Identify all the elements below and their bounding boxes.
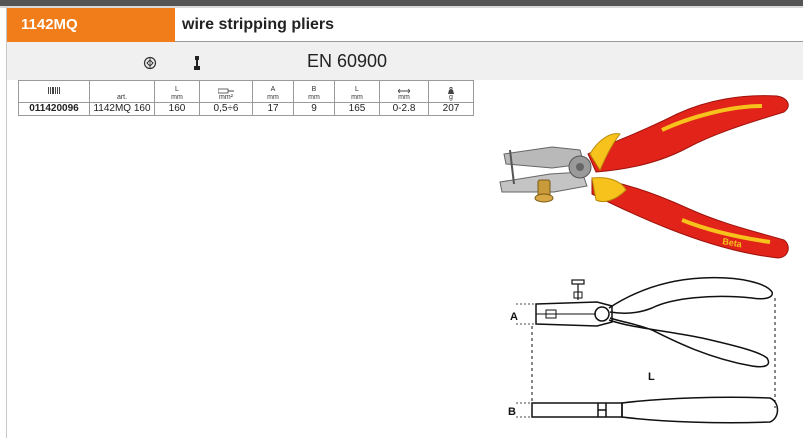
col-header-section: mm² — [199, 80, 253, 103]
wire-diameter-icon — [398, 88, 410, 94]
insulation-test-icon — [143, 56, 157, 70]
left-border — [6, 7, 7, 438]
technical-drawing: A L B — [508, 276, 779, 424]
col-header-a: A mm — [252, 80, 294, 103]
cell-l: 165 — [334, 102, 380, 116]
cell-a: 17 — [252, 102, 294, 116]
spec-table: art. L mm mm² A mm B mm L — [18, 80, 474, 116]
col-header-diameter: mm — [379, 80, 429, 103]
col-header-l: L mm — [334, 80, 380, 103]
product-photo: Beta — [499, 95, 789, 259]
col-header-code — [18, 80, 90, 103]
col-header-art: art. — [89, 80, 155, 103]
cable-section-icon — [218, 88, 234, 94]
dimension-l-label: L — [648, 371, 655, 383]
weight-icon — [448, 87, 454, 94]
table-row: 011420096 1142MQ 160 160 0,5÷6 17 9 165 … — [18, 102, 474, 116]
cell-weight: 207 — [428, 102, 474, 116]
standard-label: EN 60900 — [307, 51, 388, 71]
cell-code: 011420096 — [18, 102, 90, 116]
dimension-b-label: B — [508, 406, 516, 418]
cell-length: 160 — [154, 102, 200, 116]
standards-row — [7, 42, 803, 80]
product-code: 1142MQ — [7, 8, 175, 42]
dimension-a-label: A — [510, 311, 518, 323]
hex-adjust-icon — [194, 56, 200, 70]
col-header-length: L mm — [154, 80, 200, 103]
barcode-icon — [48, 87, 60, 94]
top-border-light — [0, 6, 803, 8]
header-divider — [175, 41, 803, 42]
cell-diameter: 0-2.8 — [379, 102, 429, 116]
cell-b: 9 — [293, 102, 335, 116]
svg-text:Beta: Beta — [722, 236, 744, 249]
col-header-b: B mm — [293, 80, 335, 103]
table-header-row: art. L mm mm² A mm B mm L — [18, 80, 474, 103]
cell-art: 1142MQ 160 — [89, 102, 155, 116]
cell-section: 0,5÷6 — [199, 102, 253, 116]
col-header-weight: g — [428, 80, 474, 103]
top-border — [0, 0, 803, 6]
product-title: wire stripping pliers — [182, 16, 335, 33]
